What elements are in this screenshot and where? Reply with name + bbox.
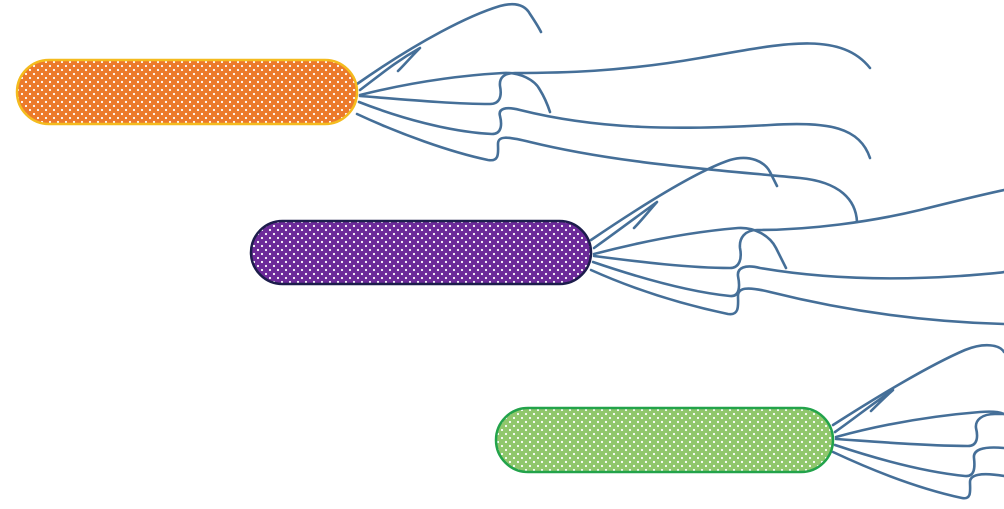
flagellum [593,262,1004,296]
cell-body-orange [17,60,357,124]
cell-body-green [496,408,833,472]
flagellum [357,114,857,222]
bacterium-purple [251,158,1004,324]
flagellum [360,43,870,104]
bacterium-green [496,345,1004,498]
flagellum [594,228,786,268]
cell-body-purple [251,221,591,284]
flagellum [835,445,1004,476]
flagella-purple [591,158,1004,324]
bacterium-orange [17,4,870,222]
flagella-green [833,345,1004,498]
flagellum [836,412,1004,437]
flagella-orange [357,4,870,222]
flagellum [360,73,550,112]
flagellum [359,102,870,158]
flagellum [833,452,1004,498]
